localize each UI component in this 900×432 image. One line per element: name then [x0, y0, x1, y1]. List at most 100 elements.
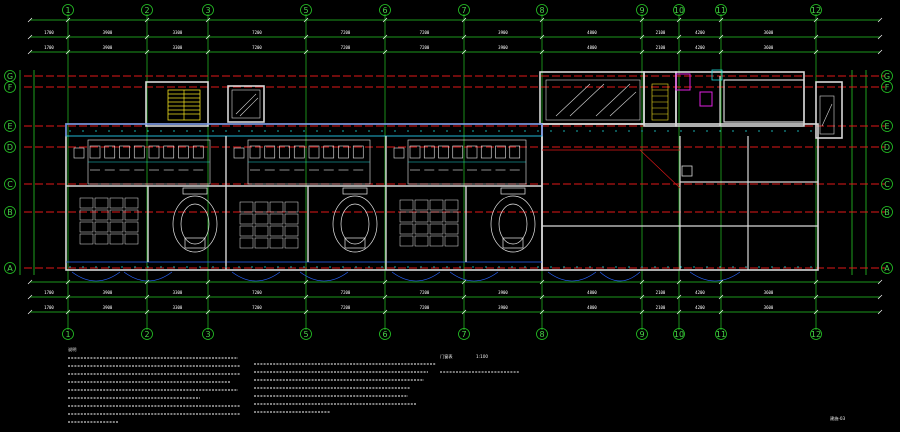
axis-label: 1 — [65, 330, 70, 339]
axis-label: 10 — [674, 330, 684, 339]
axis-label: G — [7, 72, 13, 81]
axis-label: 12 — [811, 6, 821, 15]
notes-title: 说明 — [68, 346, 76, 353]
dimension-value: 4800 — [587, 305, 597, 310]
axis-bubble — [458, 4, 470, 16]
column-axis-lines — [67, 14, 817, 330]
axis-label: 2 — [144, 330, 149, 339]
dimension-value: 2100 — [656, 290, 666, 295]
axis-bubble — [881, 178, 893, 190]
axis-label: 2 — [144, 6, 149, 15]
axis-bubble — [141, 328, 153, 340]
axis-bubble — [881, 141, 893, 153]
window-arcs — [71, 271, 741, 282]
axis-bubble — [4, 178, 16, 190]
axis-bubble — [202, 4, 214, 16]
axis-bubble — [636, 4, 648, 16]
axis-label: 8 — [539, 6, 544, 15]
axis-bubble — [62, 4, 74, 16]
axis-bubble — [636, 328, 648, 340]
dimension-value: 3600 — [764, 290, 774, 295]
dimension-value: 7200 — [420, 45, 430, 50]
dimension-value: 1700 — [44, 45, 54, 50]
dimension-value: 3300 — [173, 305, 183, 310]
dimension-value: 4200 — [695, 290, 705, 295]
table-title: 门窗表 — [440, 353, 453, 360]
dimension-value: 4800 — [587, 30, 597, 35]
dimension-value: 3900 — [498, 290, 508, 295]
table-scale: 1:100 — [476, 354, 488, 359]
axis-label: 5 — [303, 6, 308, 15]
dimension-value: 1700 — [44, 305, 54, 310]
dimension-value: 3900 — [498, 30, 508, 35]
axis-bubble — [881, 120, 893, 132]
axis-bubble — [4, 141, 16, 153]
axis-bubble — [881, 81, 893, 93]
dimension-value: 7200 — [252, 290, 262, 295]
axis-label: 9 — [639, 330, 644, 339]
axis-label: E — [7, 122, 12, 131]
glazing-panels — [231, 79, 835, 135]
axis-label: F — [8, 83, 13, 92]
dimension-value: 2100 — [656, 305, 666, 310]
lecture-seating — [172, 187, 536, 253]
axis-label: D — [7, 143, 13, 152]
axis-bubble — [141, 4, 153, 16]
sheet-number: 建施-03 — [830, 415, 846, 422]
axis-bubble — [4, 262, 16, 274]
dimension-value: 3900 — [103, 45, 113, 50]
dimension-value: 3300 — [173, 290, 183, 295]
dimension-texts: 1700170017001700390039003900390033003300… — [27, 17, 883, 315]
stair — [167, 83, 669, 121]
dimension-value: 4800 — [587, 290, 597, 295]
dimension-value: 2100 — [656, 45, 666, 50]
services-accents — [542, 69, 723, 189]
axis-label: 3 — [205, 330, 210, 339]
dimension-value: 1700 — [44, 290, 54, 295]
dimension-value: 4200 — [695, 30, 705, 35]
axis-label: 6 — [382, 330, 387, 339]
axis-label: 6 — [382, 6, 387, 15]
dimension-value: 4800 — [587, 45, 597, 50]
axis-bubble — [673, 4, 685, 16]
axis-bubble — [202, 328, 214, 340]
dimension-value: 3300 — [173, 30, 183, 35]
dimension-value: 7200 — [420, 30, 430, 35]
desk-grids — [79, 197, 459, 249]
dimension-value: 7200 — [341, 45, 351, 50]
dimension-value: 7200 — [252, 45, 262, 50]
dimension-value: 3600 — [764, 45, 774, 50]
axis-label: 7 — [461, 330, 466, 339]
axis-bubble — [810, 328, 822, 340]
axis-label: 12 — [811, 330, 821, 339]
office-partitions — [542, 76, 818, 270]
axis-bubble — [4, 120, 16, 132]
axis-label: 7 — [461, 6, 466, 15]
dimension-value: 3300 — [173, 45, 183, 50]
axis-bubble — [62, 328, 74, 340]
axis-bubble — [881, 262, 893, 274]
axis-label: D — [884, 143, 890, 152]
dimension-value: 4200 — [695, 45, 705, 50]
axis-bubbles-left: GF E D C B A — [4, 70, 16, 274]
dimension-lines — [19, 19, 880, 313]
axis-label: C — [7, 180, 13, 189]
axis-label: A — [7, 264, 13, 273]
axis-bubble — [300, 328, 312, 340]
dimension-value: 7200 — [420, 290, 430, 295]
dimension-value: 3900 — [103, 290, 113, 295]
axis-bubble — [673, 328, 685, 340]
axis-label: B — [884, 208, 890, 217]
axis-label: 10 — [674, 6, 684, 15]
axis-label: B — [7, 208, 13, 217]
pilaster-ticks — [69, 130, 812, 268]
axis-bubble — [715, 4, 727, 16]
axis-bubble — [810, 4, 822, 16]
axis-label: 8 — [539, 330, 544, 339]
dimension-value: 7200 — [420, 305, 430, 310]
axis-label: F — [885, 83, 890, 92]
axis-label: 9 — [639, 6, 644, 15]
